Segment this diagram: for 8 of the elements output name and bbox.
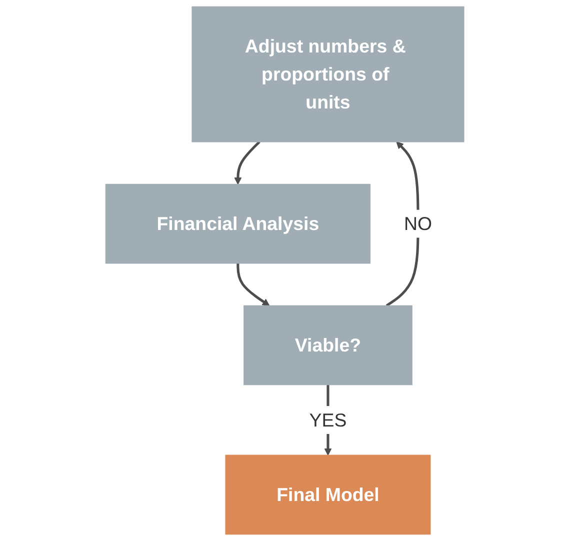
process-box: Final Model [225,454,431,535]
process-box: Adjust numbers & proportions of units [192,6,464,142]
process-box: Financial Analysis [106,184,371,264]
arrow [234,140,261,185]
edge-label: NO [404,210,432,238]
process-box: Viable? [244,305,413,386]
edge-label: YES [309,406,347,434]
arrow [236,263,270,306]
